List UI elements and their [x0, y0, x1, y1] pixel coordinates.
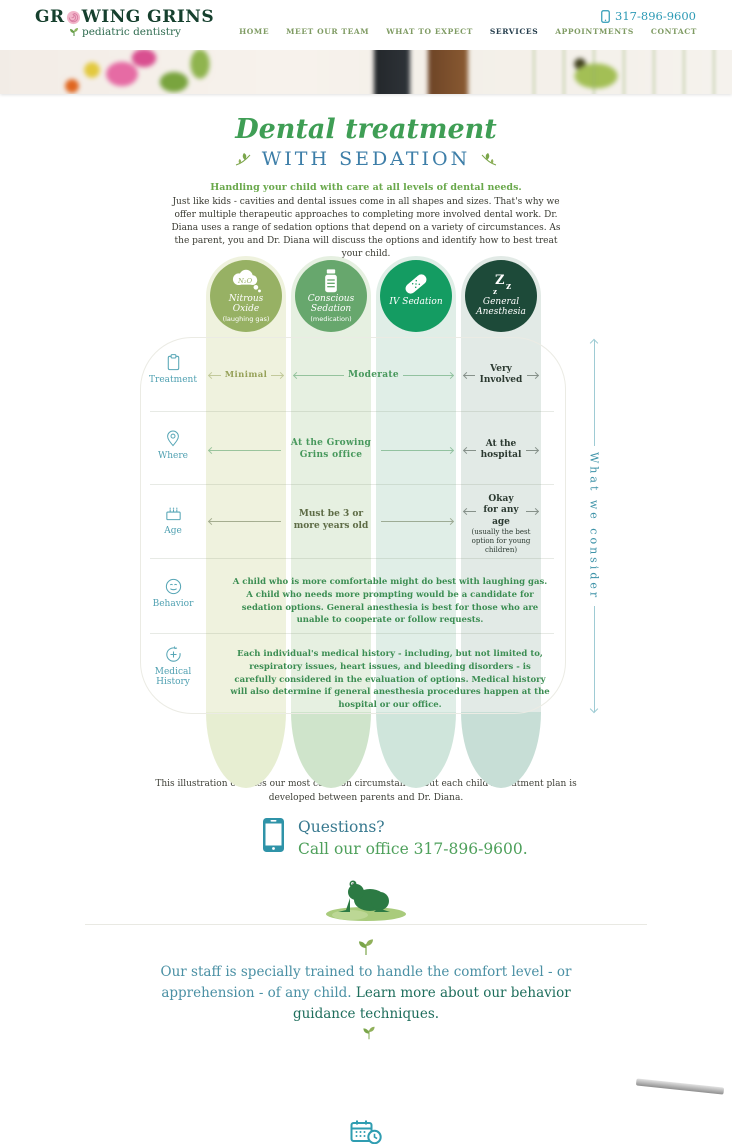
- cell-age-any-age: Okay for any age (usually the best optio…: [461, 494, 541, 555]
- location-pin-icon: [140, 427, 206, 448]
- column-iv-sedation: [376, 256, 456, 712]
- column-nitrous-oxide: [206, 256, 286, 712]
- questions-call-line[interactable]: Call our office 317-896-9600.: [298, 839, 528, 858]
- footer-photo-strip: [0, 1075, 732, 1144]
- logo[interactable]: GR WING GRINS pediatric d: [35, 7, 214, 38]
- page-title-script: Dental treatment: [235, 114, 497, 145]
- zzz-icon: Z z z: [465, 270, 537, 297]
- nav-item-appointments[interactable]: APPOINTMENTS: [555, 27, 634, 36]
- nav-item-services[interactable]: SERVICES: [489, 27, 539, 36]
- column-tip-nitrous-oxide: [206, 712, 286, 788]
- hero-mural-photo: [0, 50, 732, 94]
- leaf-sprout-small-icon: [361, 1024, 377, 1040]
- row-label-treatment: Treatment: [140, 352, 206, 385]
- hero-mural-art: [0, 50, 732, 94]
- staff-paragraph: Our staff is specially trained to handle…: [146, 962, 586, 1025]
- bandage-icon: [380, 270, 452, 297]
- birthday-cake-icon: [140, 503, 206, 523]
- what-we-consider-arrow: What we consider: [586, 340, 602, 713]
- leaf-sprout-icon: [356, 936, 376, 956]
- logo-leaf-icon: [69, 27, 79, 37]
- smiley-face-icon: [140, 577, 206, 596]
- behavior-guidance-link[interactable]: Learn more about our behavior guidance t…: [292, 984, 571, 1022]
- vertical-arrow-bottom: [593, 606, 595, 713]
- phone-icon: [601, 9, 610, 23]
- nav-item-what-to-expect[interactable]: WHAT TO EXPECT: [386, 27, 473, 36]
- mobile-phone-icon: [262, 817, 285, 853]
- illustration-disclaimer: This illustration outlines our most comm…: [155, 779, 577, 803]
- cell-treatment-very-involved: Very Involved: [461, 352, 541, 398]
- nav-item-meet-our-team[interactable]: MEET OUR TEAM: [286, 27, 370, 36]
- option-circle-nitrous-oxide: N₂O Nitrous Oxide (laughing gas): [210, 260, 282, 332]
- column-tip-iv-sedation: [376, 712, 456, 788]
- main-nav: HOME MEET OUR TEAM WHAT TO EXPECT SERVIC…: [239, 27, 697, 36]
- option-name: IV Sedation: [389, 297, 443, 307]
- zzz-letter-3: z: [493, 287, 497, 296]
- option-name: Conscious Sedation: [307, 294, 355, 315]
- leaf-sprig-left-icon: [235, 152, 253, 166]
- questions-block: Questions? Call our office 317-896-9600.: [262, 817, 528, 860]
- frog-lilypad-icon: [320, 874, 412, 922]
- zzz-letter-1: Z: [495, 273, 505, 288]
- cell-where-hospital: At the hospital: [461, 422, 541, 478]
- option-subtitle: (medication): [310, 315, 352, 324]
- calendar-clock-icon: [350, 1119, 382, 1144]
- section-divider: [85, 924, 647, 925]
- questions-text: Questions? Call our office 317-896-9600.: [298, 817, 528, 860]
- option-circle-general-anesthesia: Z z z General Anesthesia: [465, 260, 537, 332]
- header: GR WING GRINS pediatric d: [0, 0, 732, 50]
- cell-treatment-minimal: Minimal: [206, 352, 286, 398]
- logo-text-wing-grins: WING GRINS: [81, 7, 215, 27]
- staff-text: Our staff is specially trained to handle…: [160, 964, 572, 1001]
- header-phone[interactable]: 317-896-9600: [601, 9, 696, 23]
- cell-treatment-moderate: Moderate: [291, 352, 456, 398]
- vertical-arrow-top: [593, 340, 595, 446]
- row-separator: [150, 633, 554, 634]
- row-separator: [150, 558, 554, 559]
- logo-text-gr: GR: [35, 7, 65, 27]
- rose-icon: [65, 10, 82, 25]
- row-separator: [150, 411, 554, 412]
- medical-cross-icon: [140, 645, 206, 664]
- row-label-where: Where: [140, 427, 206, 461]
- clipboard-icon: [140, 352, 206, 372]
- n2o-cloud-icon: N₂O: [210, 267, 282, 294]
- cell-age-three-plus: Must be 3 or more years old: [206, 498, 456, 544]
- pill-bottle-icon: [295, 267, 367, 294]
- row-label-medical-history: Medical History: [140, 645, 206, 688]
- what-we-consider-label: What we consider: [587, 451, 601, 601]
- intro-paragraph: Just like kids - cavities and dental iss…: [171, 197, 561, 260]
- questions-title: Questions?: [298, 818, 385, 836]
- page-title-caps: WITH SEDATION: [261, 148, 471, 170]
- option-circle-iv-sedation: IV Sedation: [380, 260, 452, 332]
- cell-behavior-text: A child who is more comfortable might do…: [232, 577, 548, 626]
- nav-item-contact[interactable]: CONTACT: [650, 27, 697, 36]
- column-tip-general-anesthesia: [461, 712, 541, 788]
- page-title-row: WITH SEDATION: [0, 148, 732, 170]
- column-general-anesthesia: [461, 256, 541, 712]
- row-separator: [150, 484, 554, 485]
- header-phone-number: 317-896-9600: [615, 9, 696, 23]
- cell-age-note: (usually the best option for young child…: [471, 528, 531, 555]
- leaf-sprig-right-icon: [479, 152, 497, 166]
- cell-medical-history-text: Each individual's medical history - incl…: [230, 649, 550, 710]
- option-name: General Anesthesia: [476, 297, 526, 318]
- n2o-label: N₂O: [237, 277, 253, 285]
- row-label-age: Age: [140, 503, 206, 536]
- logo-tagline: pediatric dentistry: [82, 26, 181, 38]
- option-subtitle: (laughing gas): [222, 315, 270, 324]
- cell-where-office: At the Growing Grins office: [206, 422, 456, 478]
- column-conscious-sedation: [291, 256, 371, 712]
- nav-item-home[interactable]: HOME: [239, 27, 270, 36]
- option-circle-conscious-sedation: Conscious Sedation (medication): [295, 260, 367, 332]
- option-name: Nitrous Oxide: [228, 294, 264, 315]
- zzz-letter-2: z: [506, 282, 511, 292]
- row-label-behavior: Behavior: [140, 577, 206, 609]
- logo-tagline-row: pediatric dentistry: [69, 26, 214, 38]
- intro-subtitle: Handling your child with care at all lev…: [210, 182, 522, 193]
- hero-mural-stripes: [505, 50, 732, 94]
- logo-wordmark: GR WING GRINS: [35, 7, 214, 27]
- column-tip-conscious-sedation: [291, 712, 371, 788]
